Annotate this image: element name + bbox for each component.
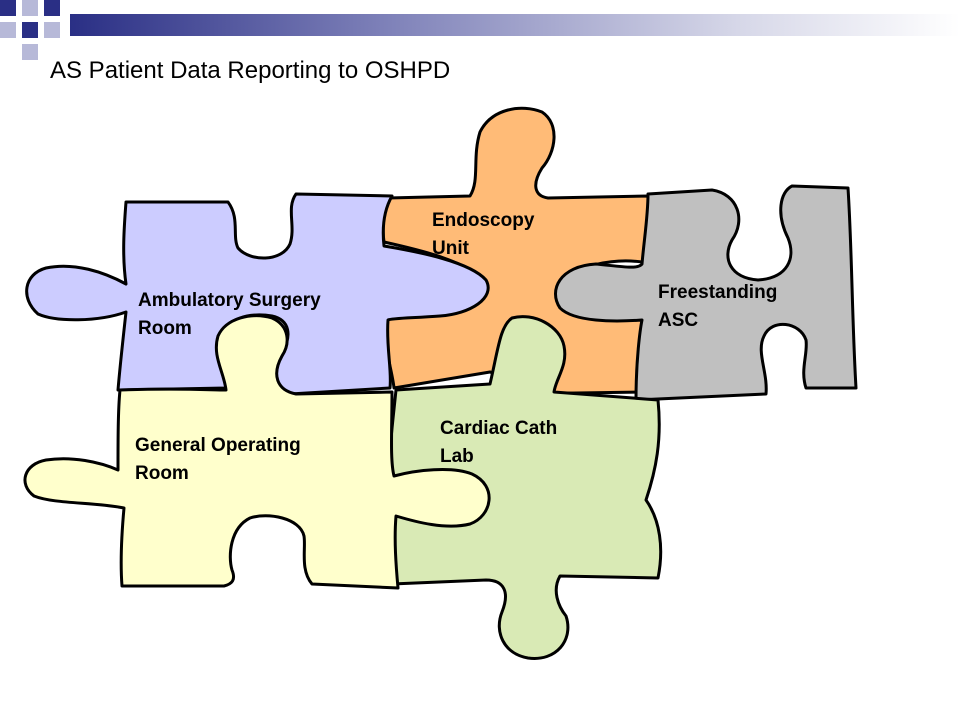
header-gradient-bar [70, 14, 960, 36]
general-piece-shape [23, 314, 491, 590]
cardiac-label-line1: Cardiac Cath [440, 418, 557, 439]
general-label-line1: General Operating [135, 435, 301, 456]
header-square [22, 0, 38, 16]
header-square [0, 22, 16, 38]
ambulatory-label-line2: Room [138, 318, 192, 339]
endoscopy-label-line2: Unit [432, 238, 470, 259]
puzzle-piece-freestanding: Freestanding ASC [554, 184, 858, 402]
endoscopy-label-line1: Endoscopy [432, 210, 535, 231]
freestanding-label-line2: ASC [658, 310, 698, 331]
puzzle-piece-general: General Operating Room [23, 314, 491, 590]
slide-title: AS Patient Data Reporting to OSHPD [50, 57, 451, 84]
header-square [22, 44, 38, 60]
header-square [22, 22, 38, 38]
cardiac-label-line2: Lab [440, 446, 474, 467]
ambulatory-label-line1: Ambulatory Surgery [138, 290, 321, 311]
freestanding-piece-shape [554, 184, 858, 402]
puzzle-piece-ambulatory: Ambulatory Surgery Room [25, 192, 490, 396]
header-square [0, 0, 16, 16]
header-square [44, 22, 60, 38]
general-label-line2: Room [135, 463, 189, 484]
freestanding-label-line1: Freestanding [658, 282, 777, 303]
header-square [44, 0, 60, 16]
